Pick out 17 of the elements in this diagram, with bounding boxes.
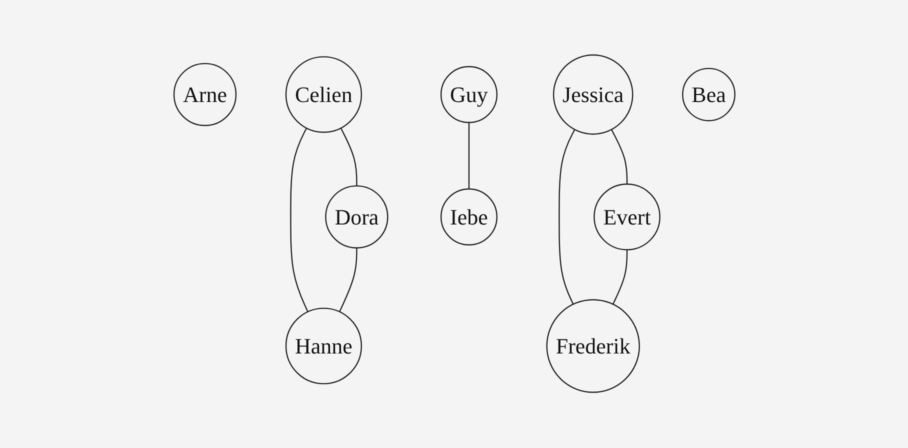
node-circle: Celien	[284, 56, 362, 134]
connector	[610, 130, 628, 184]
node-circle: Frederik	[546, 300, 640, 394]
node-circle: Hanne	[284, 308, 362, 385]
connector	[338, 248, 357, 312]
connector	[558, 130, 575, 305]
node-circle: Jessica	[552, 54, 633, 136]
node-circle: Arne	[172, 63, 236, 126]
node-circle: Evert	[593, 184, 660, 251]
node-circle: Guy	[440, 66, 498, 124]
connector	[468, 122, 470, 190]
connector	[340, 128, 357, 186]
connector	[612, 250, 628, 305]
connector	[290, 128, 308, 312]
node-circle: Dora	[324, 186, 388, 249]
node-circle: Iebe	[440, 188, 498, 246]
node-circle: Bea	[682, 68, 736, 122]
